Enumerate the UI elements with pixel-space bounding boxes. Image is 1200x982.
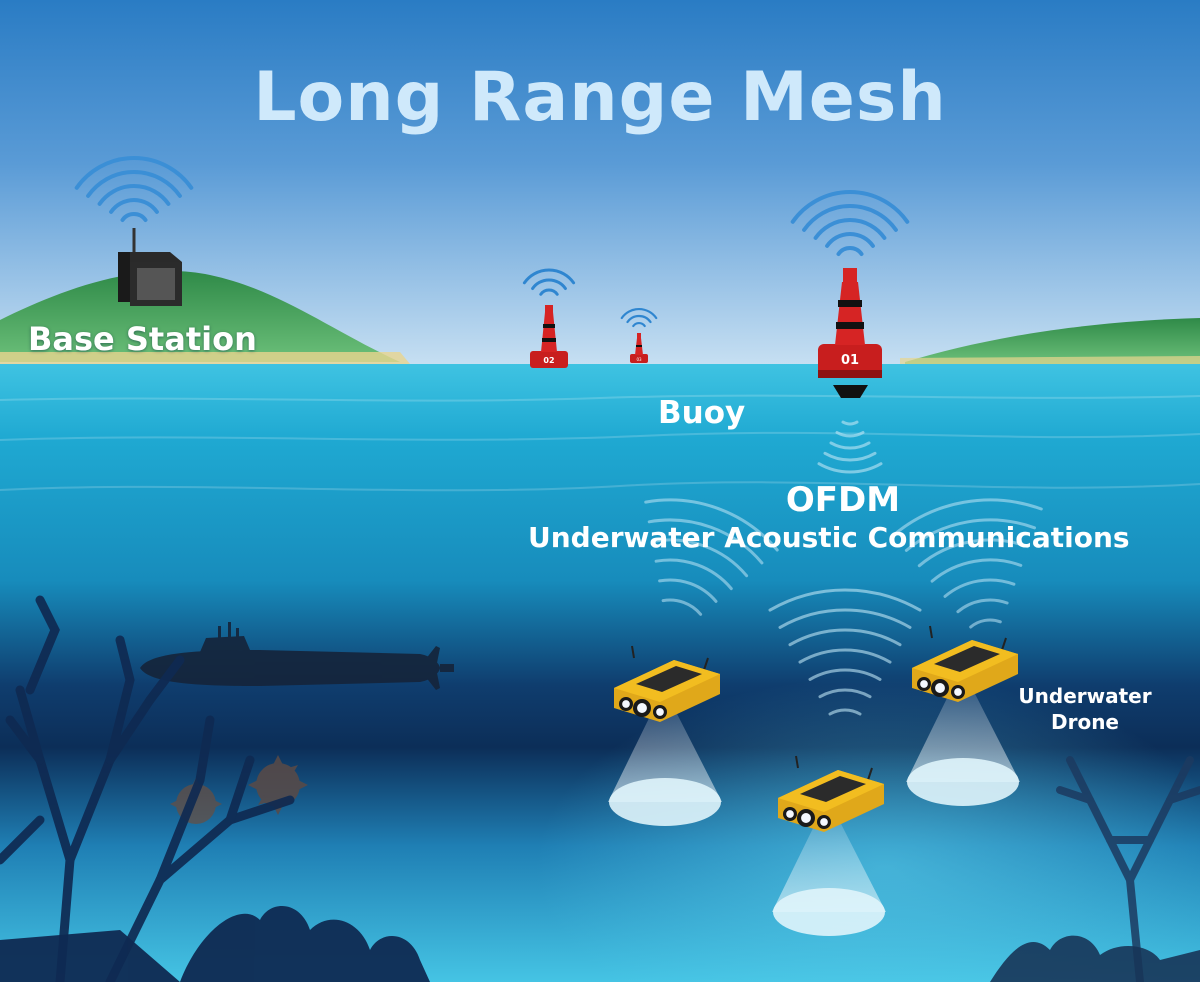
coral-icon — [0, 906, 430, 982]
buoy-icon: 02 — [530, 305, 568, 368]
acoustic-wave-arc — [647, 518, 764, 565]
ofdm-label: OFDM — [785, 480, 901, 520]
submarine-icon — [140, 622, 454, 690]
acoustic-wave-arc — [930, 558, 1023, 583]
underwater-drone-icon — [772, 755, 886, 936]
radio-wave-arc — [802, 203, 898, 232]
radio-waves-icon — [790, 190, 910, 256]
radio-wave-arc — [539, 288, 559, 296]
underwater-drone-icon — [906, 625, 1020, 806]
buoy-label: Buoy — [658, 395, 746, 431]
buoy-number: 03 — [636, 357, 642, 362]
radio-wave-arc — [120, 212, 148, 222]
acoustic-wave-arc — [808, 668, 882, 681]
acoustic-wave-arc — [768, 588, 922, 612]
radio-waves-icon — [522, 268, 576, 296]
radio-wave-arc — [790, 190, 910, 224]
underwater-drone-icon — [608, 645, 722, 826]
acoustic-wave-arc — [828, 708, 862, 716]
radio-wave-arc — [522, 268, 576, 285]
coral-icon — [0, 595, 295, 982]
acoustic-wave-arc — [841, 420, 859, 426]
acoustic-wave-arc — [644, 498, 779, 552]
acoustic-wave-arc — [956, 598, 1009, 614]
base-station-label: Base Station — [28, 320, 257, 358]
ofdm-subtitle: Underwater Acoustic Communications — [528, 521, 1130, 554]
buoy-number: 01 — [841, 353, 859, 368]
acoustic-wave-arc — [798, 648, 892, 664]
radio-wave-arc — [626, 314, 652, 324]
acoustic-wave-arc — [661, 598, 703, 616]
coral-icon — [990, 935, 1200, 982]
acoustic-wave-arc — [658, 578, 718, 603]
acoustic-wave-arc — [654, 558, 733, 591]
acoustic-wave-arc — [788, 628, 902, 647]
radio-wave-arc — [74, 156, 194, 190]
radio-wave-arc — [620, 308, 658, 320]
radio-wave-arc — [632, 322, 646, 328]
radio-waves-icon — [620, 308, 658, 328]
right-island — [900, 318, 1200, 364]
radio-wave-arc — [531, 278, 567, 290]
radio-wave-arc — [97, 184, 171, 206]
acoustic-wave-arc — [829, 441, 871, 450]
acoustic-waves-icon — [644, 420, 1043, 716]
radio-waves-icon — [74, 156, 194, 222]
left-island — [0, 271, 410, 364]
acoustic-wave-arc — [818, 688, 872, 699]
diagram-title: Long Range Mesh — [253, 58, 947, 137]
acoustic-wave-arc — [969, 618, 1002, 629]
acoustic-wave-arc — [892, 498, 1043, 537]
acoustic-wave-arc — [651, 538, 749, 578]
radio-wave-arc — [86, 169, 182, 198]
acoustic-wave-arc — [778, 608, 912, 629]
radio-wave-arc — [825, 232, 875, 248]
base-station-icon — [118, 228, 182, 306]
acoustic-wave-arc — [835, 431, 865, 438]
acoustic-wave-arc — [917, 538, 1030, 568]
acoustic-wave-arc — [823, 451, 877, 462]
water-ripples — [0, 394, 1200, 492]
radio-wave-arc — [836, 246, 864, 256]
buoy-icon: 01 — [818, 268, 882, 398]
radio-wave-arc — [109, 198, 159, 214]
acoustic-wave-arc — [904, 518, 1036, 552]
radio-wave-arc — [813, 218, 887, 240]
coral-icon — [1056, 756, 1200, 982]
acoustic-wave-arc — [943, 578, 1016, 598]
acoustic-wave-arc — [817, 462, 883, 474]
buoy-number: 02 — [543, 356, 554, 365]
buoy-icon: 03 — [630, 333, 648, 363]
